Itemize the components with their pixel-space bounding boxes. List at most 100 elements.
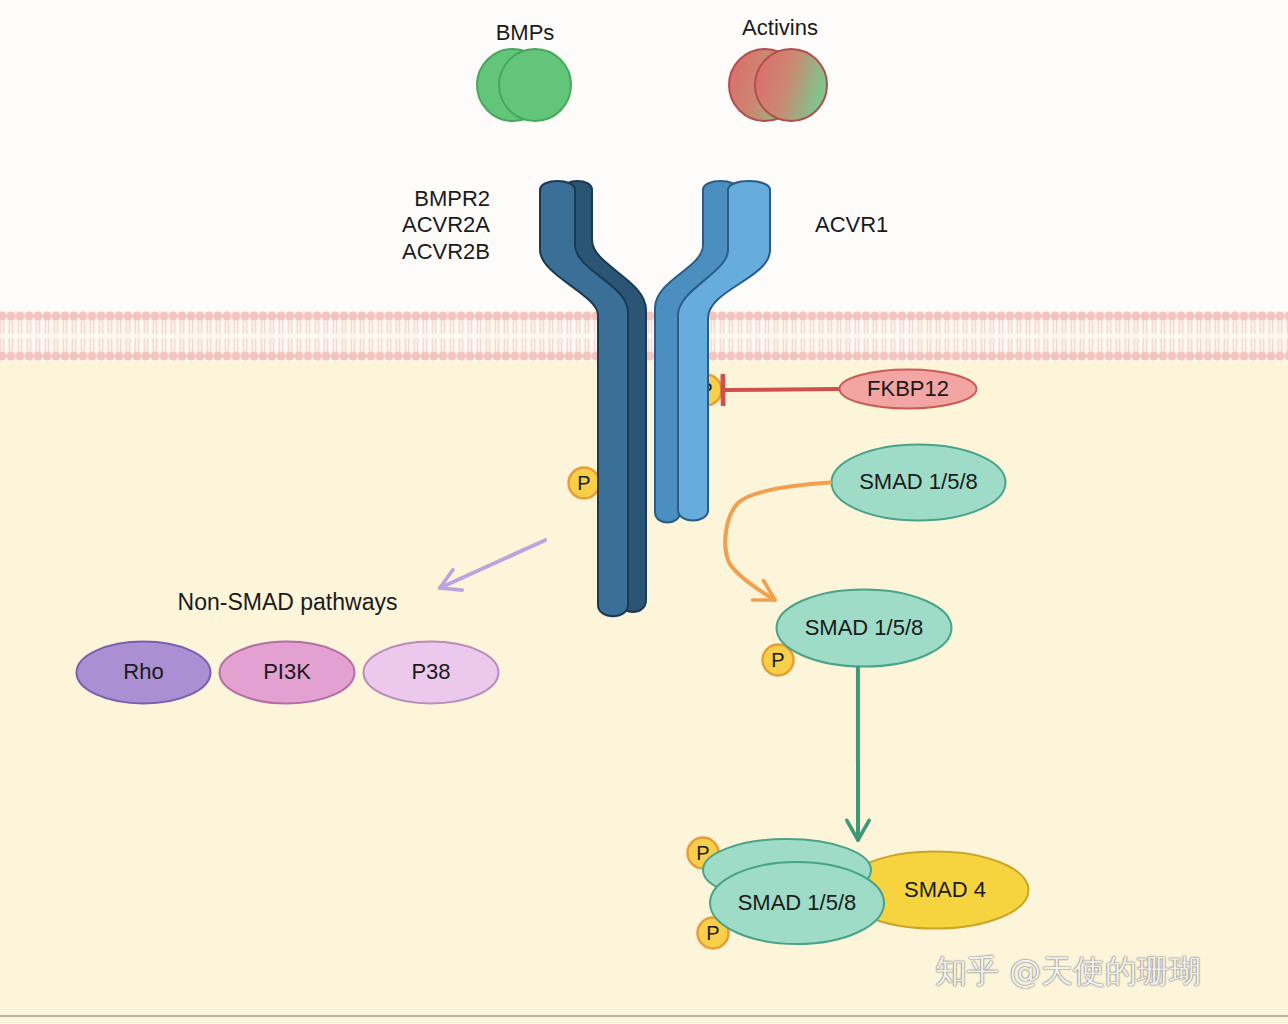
lipid-head [888,351,897,360]
lipid-head [159,311,168,320]
lipid-head [357,311,366,320]
lipid-tail [39,338,41,352]
lipid-head [762,351,771,360]
node-outline [655,178,770,524]
lipid-head [537,351,546,360]
lipid-tail [426,338,428,352]
lipid-tail [858,320,860,334]
lipid-head [519,311,528,320]
lipid-head [951,311,960,320]
lipid-head [1149,311,1158,320]
lipid-tail [444,320,446,334]
lipid-tail [102,338,104,352]
node-text: BMPs [475,19,575,47]
lipid-tail [387,320,389,334]
lipid-tail [1119,338,1121,352]
lipid-head [780,311,789,320]
lipid-tail [1110,338,1112,352]
lipid-tail [1080,320,1082,334]
lipid-head [375,311,384,320]
lipid-head [1086,311,1095,320]
lipid-head [825,351,834,360]
lipid-tail [63,320,65,334]
lipid-head [1050,311,1059,320]
lipid-tail [12,320,14,334]
lipid-tail [1110,320,1112,334]
lipid-head [960,311,969,320]
lipid-tail [720,338,722,352]
lipid-head [834,351,843,360]
lipid-head [510,311,519,320]
lipid-head [456,351,465,360]
lipid-tail [138,320,140,334]
lipid-tail [588,338,590,352]
lipid-tail [723,338,725,352]
lipid-tail [1233,338,1235,352]
lipid-tail [1263,338,1265,352]
lipid-head [726,311,735,320]
lipid-tail [948,338,950,352]
lipid-head [285,311,294,320]
lipid-head [1185,311,1194,320]
lipid-tail [531,338,533,352]
lipid-tail [1017,320,1019,334]
lipid-tail [432,320,434,334]
lipid-head [69,351,78,360]
lipid-tail [1215,338,1217,352]
lipid-tail [1011,338,1013,352]
lipid-tail [1278,320,1280,334]
lipid-tail [846,338,848,352]
lipid-head [1122,351,1131,360]
lipid-tail [1188,320,1190,334]
lipid-tail [378,338,380,352]
lipid-tail [810,338,812,352]
lipid-head [1194,351,1203,360]
lipid-head [1275,351,1284,360]
lipid-head [177,351,186,360]
lipid-tail [579,338,581,352]
lipid-head [132,351,141,360]
lipid-tail [1254,338,1256,352]
node-text: SMAD 1/5/8 [709,888,885,918]
lipid-tail [759,320,761,334]
lipid-head [0,351,7,360]
lipid-tail [243,320,245,334]
lipid-head [1212,311,1221,320]
lipid-tail [1008,338,1010,352]
lipid-head [222,351,231,360]
lipid-head [1122,311,1131,320]
node-text: SMAD 1/5/8 [830,443,1007,522]
lipid-head [1005,351,1014,360]
lipid-head [1185,351,1194,360]
lipid-head [330,311,339,320]
lipid-tail [963,320,965,334]
frame-line [0,1015,1288,1017]
lipid-head [1176,311,1185,320]
lipid-head [915,351,924,360]
lipid-tail [345,320,347,334]
lipid-tail [1272,338,1274,352]
lipid-tail [396,320,398,334]
lipid-tail [1287,320,1288,334]
lipid-head [726,351,735,360]
lipid-tail [567,320,569,334]
lipid-head [87,351,96,360]
lipid-tail [153,320,155,334]
lipid-tail [225,338,227,352]
lipid-head [312,351,321,360]
lipid-head [843,351,852,360]
lipid-head [1059,311,1068,320]
lipid-head [852,311,861,320]
lipid-tail [594,320,596,334]
lipid-head [879,311,888,320]
lipid-head [33,351,42,360]
lipid-tail [261,320,263,334]
phosphate-circle: P [567,466,601,500]
lipid-head [996,311,1005,320]
lipid-tail [81,338,83,352]
lipid-head [906,351,915,360]
lipid-tail [291,338,293,352]
lipid-head [492,351,501,360]
lipid-head [285,351,294,360]
lipid-tail [1008,320,1010,334]
